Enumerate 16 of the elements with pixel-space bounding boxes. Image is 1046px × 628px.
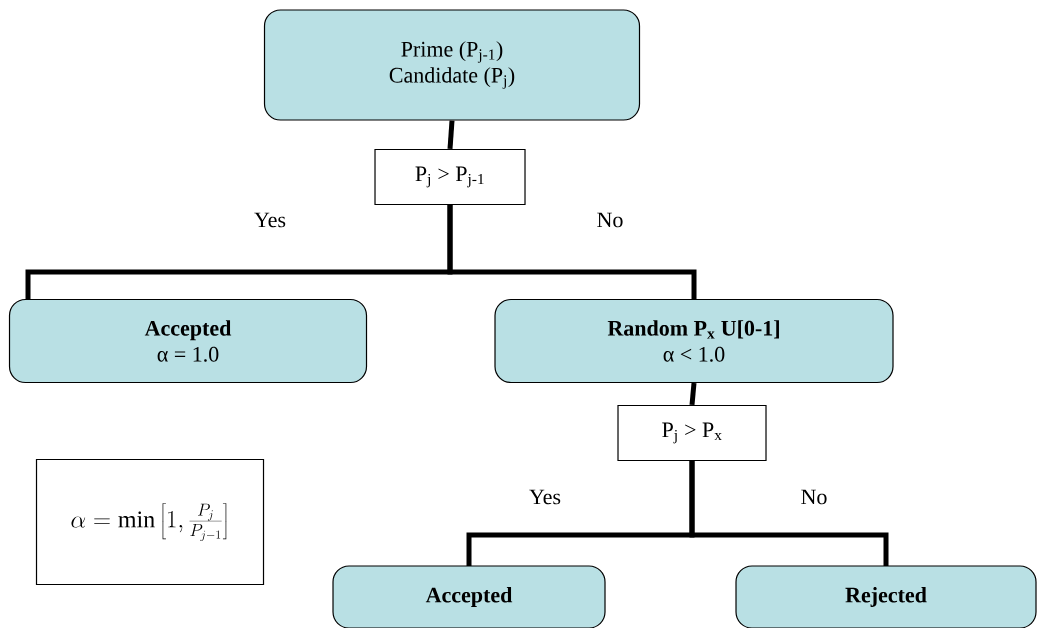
edge-label: Yes [527, 487, 563, 507]
edge-label: No [594, 210, 626, 230]
result-box: Accepted α = 1.0 [8, 298, 368, 384]
start-box: Prime (P$_{j-1}$) Candidate (P$_{j}$) [263, 9, 641, 121]
connector-line [689, 382, 697, 406]
result-box: Accepted [332, 565, 606, 628]
connector-line [689, 461, 889, 566]
connector-line [447, 205, 697, 300]
connector-line [447, 120, 455, 150]
edge-label: Yes [252, 210, 288, 230]
formula-box: $\alpha = \min\left[1, \frac{P_j}{P_{j-1}}\right]$ [35, 458, 265, 586]
process-box: Random P$_{x}$ U[0-1] α < 1.0 [494, 298, 894, 384]
condition-box: P$_{j}$ > P$_{j-1}$ [374, 148, 526, 206]
edge-label: No [798, 487, 830, 507]
condition-box: P$_{j}$ > P$_{x}$ [617, 404, 767, 462]
result-box: Rejected [735, 565, 1037, 628]
